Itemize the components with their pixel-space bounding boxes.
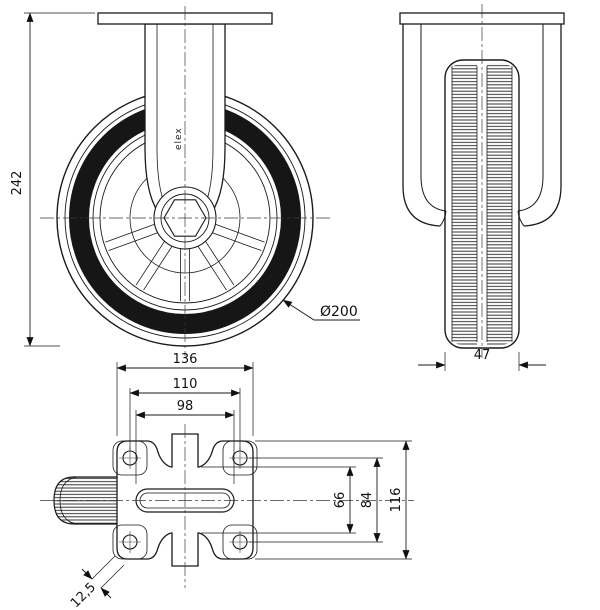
- dim-wheel-diameter-text: Ø200: [320, 304, 358, 320]
- tread-band-right: [487, 63, 512, 345]
- dim-overall-height: 242: [10, 12, 95, 347]
- dim-slot-length-text: 98: [177, 399, 194, 414]
- dim-bolt-spacing-width: 84: [249, 457, 383, 543]
- dim-wheel-width-text: 47: [474, 348, 491, 363]
- front-view: elex: [40, 6, 330, 356]
- dim-bolt-spacing-length-text: 110: [173, 377, 198, 392]
- dim-plate-length: 136: [116, 352, 254, 436]
- dim-bolt-spacing-length: 110: [129, 377, 241, 450]
- dim-corner-offset-text: 12,5: [68, 580, 99, 610]
- top-view: [40, 424, 414, 588]
- side-view: [399, 4, 565, 358]
- dim-leg-span: 66: [201, 466, 356, 534]
- dim-plate-length-text: 136: [173, 352, 198, 367]
- dim-bolt-spacing-width-text: 84: [360, 492, 375, 509]
- dim-leg-span-text: 66: [333, 492, 348, 509]
- ear-bottom-left: [112, 524, 148, 560]
- brand-logo-text: elex: [174, 127, 184, 150]
- dim-slot-length: 98: [135, 399, 235, 484]
- tread-band-left: [452, 63, 477, 345]
- dim-wheel-width: 47: [418, 348, 546, 371]
- dim-corner-offset: 12,5: [68, 555, 125, 610]
- dim-overall-height-text: 242: [10, 171, 25, 196]
- dim-wheel-diameter: Ø200: [282, 299, 360, 321]
- bracket-leg-right: [517, 24, 562, 227]
- bolt-holes: [119, 447, 251, 553]
- bracket-leg-left: [402, 24, 447, 227]
- dim-plate-width: 116: [255, 440, 412, 560]
- dim-plate-width-text: 116: [389, 488, 404, 513]
- wheel-spokes: [105, 223, 265, 301]
